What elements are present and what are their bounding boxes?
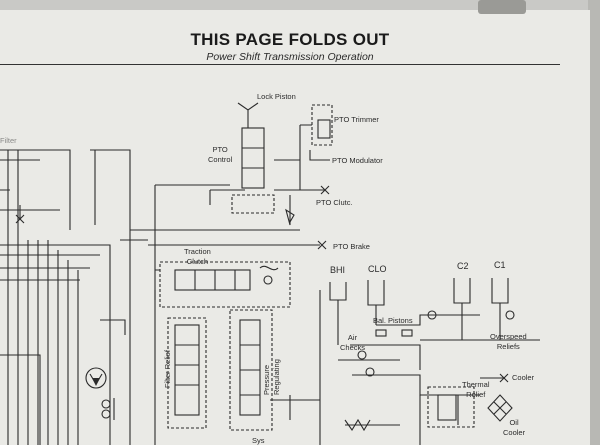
label-oil-cooler: Oil Cooler — [503, 418, 526, 437]
binder-clip — [478, 0, 526, 14]
label-pto-brake: PTO Brake — [333, 242, 370, 251]
label-pto-modulator: PTO Modulator — [332, 156, 383, 165]
filter-relief-valve — [174, 324, 200, 416]
label-filter: Filter — [0, 136, 17, 145]
label-lock-piston: Lock Piston — [257, 92, 296, 101]
label-b-hi: BHI — [330, 265, 346, 275]
fold-out-sheet — [0, 10, 590, 445]
c-lo-chamber — [367, 280, 385, 306]
page-subtitle: Power Shift Transmission Operation — [206, 51, 374, 63]
thermal-relief-valve — [427, 386, 475, 428]
wall-background — [588, 0, 600, 445]
label-pressure-regulating: Pressure Regulating — [262, 359, 281, 395]
label-bal-pistons: Bal. Pistons — [373, 316, 413, 325]
page-title: THIS PAGE FOLDS OUT — [190, 30, 390, 49]
label-sys: Sys — [252, 436, 265, 445]
label-pto-control: PTO Control — [208, 145, 233, 164]
label-filter-relief: Filter Relief — [163, 350, 172, 388]
label-overspeed-reliefs: Overspeed Reliefs — [490, 332, 527, 351]
pressure-regulating-valve — [239, 319, 261, 416]
label-c1: C1 — [494, 260, 506, 270]
traction-clutch-valve — [174, 269, 251, 291]
c1-chamber — [491, 278, 509, 304]
b-hi-chamber — [329, 282, 347, 301]
pump-symbol — [85, 367, 107, 389]
pto-control-valve — [241, 127, 265, 189]
label-cooler-out: Cooler — [512, 373, 535, 382]
label-c-lo: CLO — [368, 264, 387, 274]
label-thermal-relief: Thermal Relief — [462, 380, 490, 399]
title-rule — [0, 64, 560, 65]
pto-trimmer-box — [311, 104, 333, 146]
label-pto-trimmer: PTO Trimmer — [334, 115, 379, 124]
c2-chamber — [453, 278, 471, 304]
label-air-checks: Air Checks — [340, 333, 366, 352]
label-traction-clutch: Traction Clutch — [184, 247, 211, 266]
label-c2: C2 — [457, 261, 469, 271]
oil-cooler-symbol — [487, 394, 513, 422]
label-pto-clutch: PTO Clutc. — [316, 198, 353, 207]
